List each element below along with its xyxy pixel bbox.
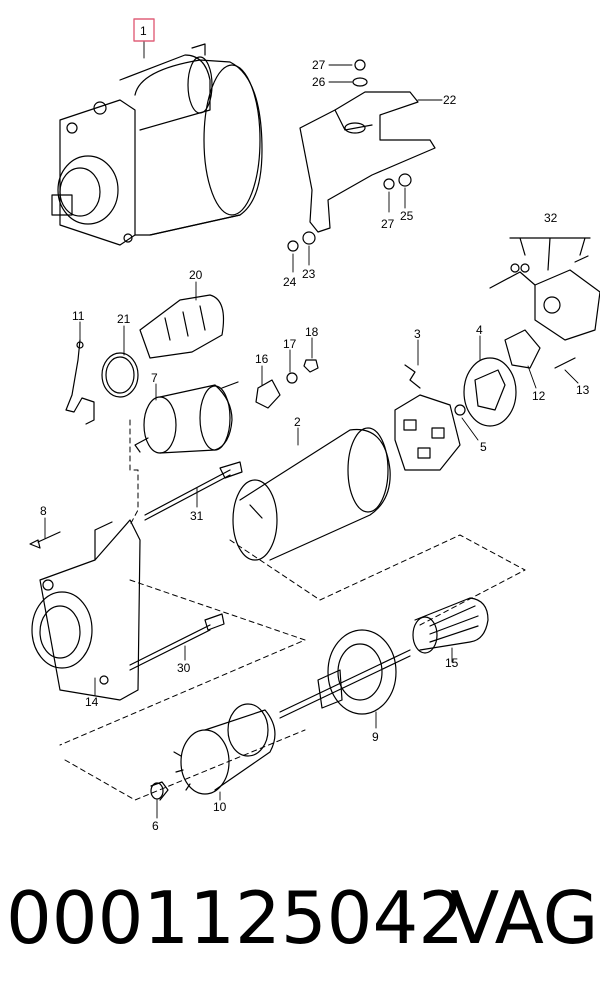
screw bbox=[29, 531, 61, 549]
solenoid-switch bbox=[134, 381, 239, 454]
callout-24: 24 bbox=[283, 275, 297, 289]
callout-6: 6 bbox=[152, 819, 159, 833]
exploded-parts-diagram: 1 27 26 22 27 25 23 24 32 20 11 21 3 4 1… bbox=[29, 18, 600, 833]
group-outlines bbox=[59, 419, 526, 801]
callout-7: 7 bbox=[151, 371, 158, 385]
callout-3: 3 bbox=[414, 327, 421, 341]
regulator-assembly bbox=[489, 237, 600, 341]
mounting-bracket bbox=[287, 59, 436, 252]
callout-21: 21 bbox=[117, 312, 131, 326]
callout-27-top: 27 bbox=[312, 58, 326, 72]
callout-15: 15 bbox=[445, 656, 459, 670]
callout-31: 31 bbox=[190, 509, 204, 523]
callout-10: 10 bbox=[213, 800, 227, 814]
callout-13: 13 bbox=[576, 383, 590, 397]
callout-17: 17 bbox=[283, 337, 297, 351]
callout-8: 8 bbox=[40, 504, 47, 518]
terminal-small-parts bbox=[255, 359, 319, 409]
callout-2: 2 bbox=[294, 415, 301, 429]
callout-32: 32 bbox=[544, 211, 558, 225]
armature bbox=[279, 597, 489, 719]
callout-30: 30 bbox=[177, 661, 191, 675]
part-number: 0001125042 bbox=[6, 876, 465, 960]
callout-14: 14 bbox=[85, 695, 99, 709]
clamp-ring bbox=[101, 352, 139, 398]
intermediate-bearing bbox=[317, 629, 397, 715]
callout-20: 20 bbox=[189, 268, 203, 282]
solenoid-cover bbox=[139, 294, 225, 359]
callout-9: 9 bbox=[372, 730, 379, 744]
callout-labels: 1 27 26 22 27 25 23 24 32 20 11 21 3 4 1… bbox=[40, 24, 590, 833]
drive-end-housing bbox=[31, 519, 141, 701]
starter-motor-assembly bbox=[51, 18, 263, 246]
pinion-drive bbox=[150, 703, 276, 801]
callout-11: 11 bbox=[72, 309, 85, 323]
end-cap bbox=[504, 329, 576, 369]
callout-27-bottom: 27 bbox=[381, 217, 395, 231]
callout-26: 26 bbox=[312, 75, 326, 89]
engaging-lever bbox=[65, 339, 95, 425]
through-bolts bbox=[129, 461, 243, 671]
callout-12: 12 bbox=[532, 389, 546, 403]
callout-23: 23 bbox=[302, 267, 316, 281]
callout-5: 5 bbox=[480, 440, 487, 454]
callout-4: 4 bbox=[476, 323, 483, 337]
part-info-footer: 0001125042 VAG bbox=[0, 868, 600, 988]
stator-housing bbox=[232, 427, 391, 561]
commutator-end-cover bbox=[454, 357, 517, 427]
brush-holder bbox=[394, 364, 461, 471]
callout-25: 25 bbox=[400, 209, 414, 223]
brand-name: VAG bbox=[450, 876, 599, 960]
callout-22: 22 bbox=[443, 93, 457, 107]
leader-lines bbox=[44, 41, 579, 819]
callout-16: 16 bbox=[255, 352, 269, 366]
callout-18: 18 bbox=[305, 325, 319, 339]
callout-1: 1 bbox=[140, 24, 147, 38]
